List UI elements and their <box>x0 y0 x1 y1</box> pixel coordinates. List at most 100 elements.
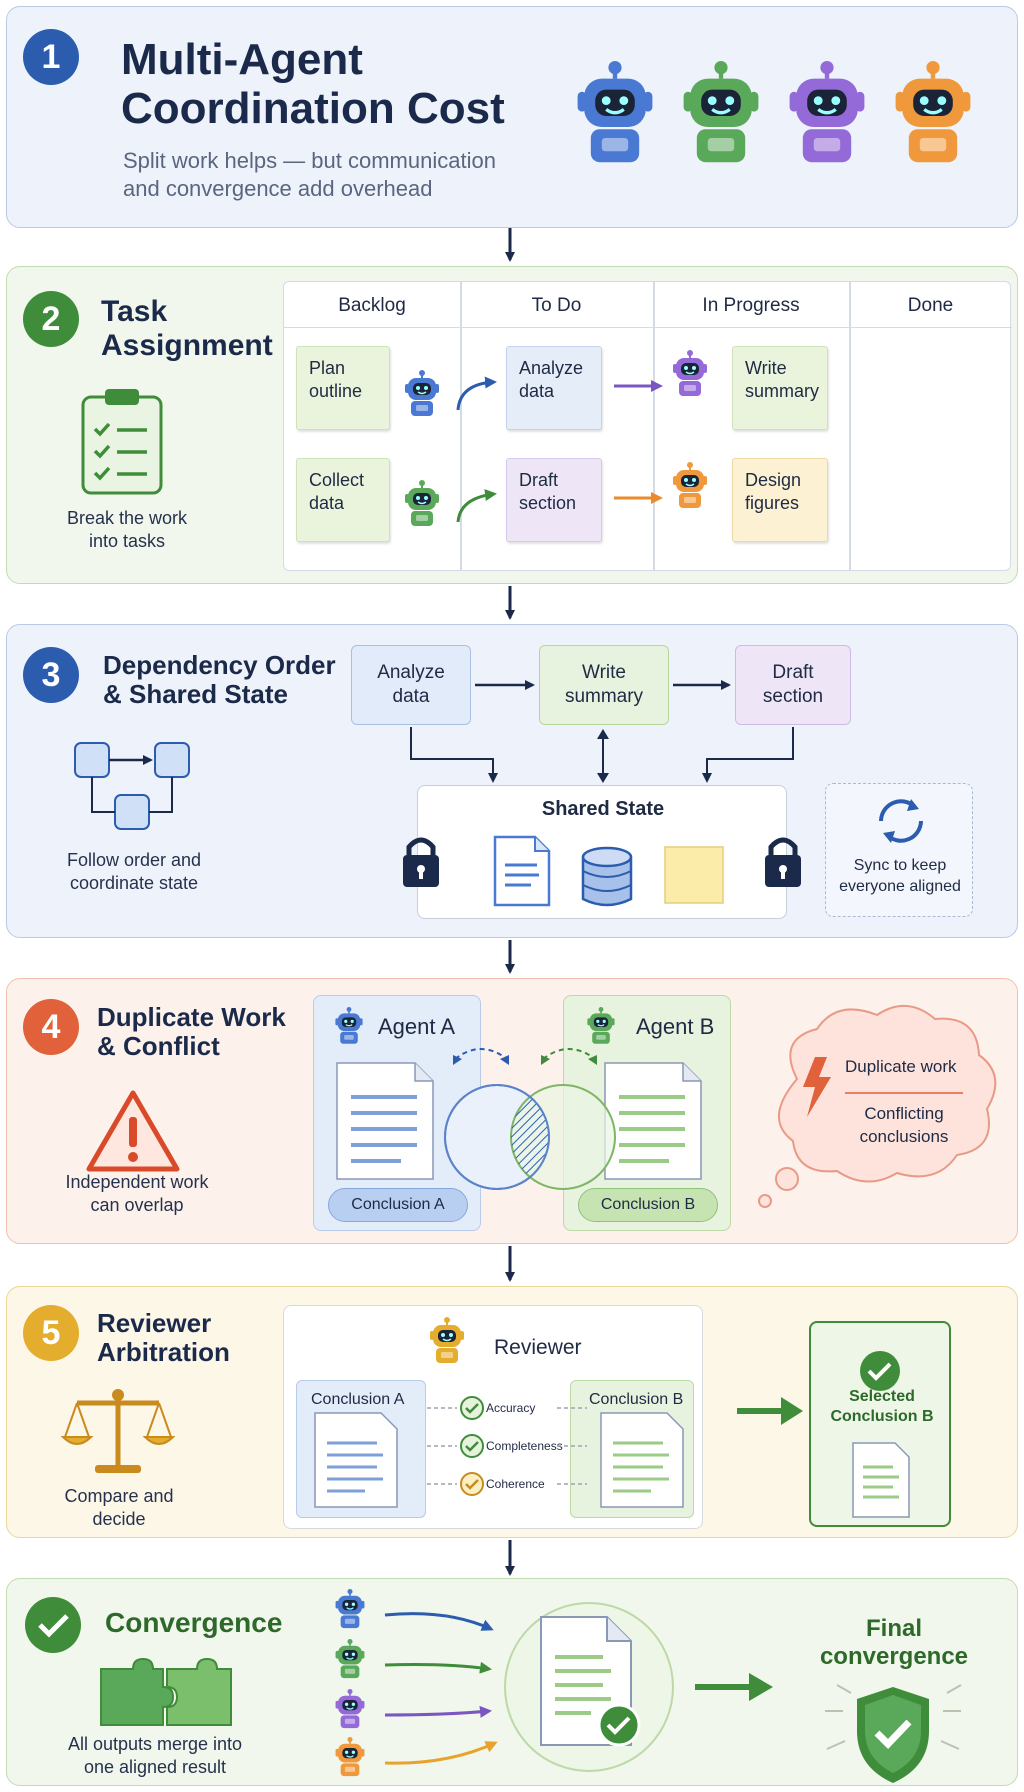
final-convergence-label: Final convergence <box>799 1615 989 1670</box>
final-line: convergence <box>819 1642 969 1670</box>
section-title: Dependency Order & Shared State <box>103 650 336 709</box>
document-icon <box>852 1442 910 1518</box>
step-badge: 5 <box>23 1305 79 1361</box>
final-line: Final <box>865 1615 922 1642</box>
column-divider <box>653 282 655 570</box>
document-icon <box>493 835 551 907</box>
caption-line-1: Compare and <box>64 1486 174 1506</box>
node-line: summary <box>564 686 644 707</box>
column-header-done: Done <box>907 295 954 316</box>
task-card-write-summary[interactable]: Write summary <box>732 346 828 430</box>
page-title: Multi-Agent Coordination Cost <box>121 35 505 134</box>
robot-icon <box>672 461 708 509</box>
conclusion-a-pill[interactable]: Conclusion A <box>328 1188 468 1222</box>
caption-line-2: can overlap <box>90 1195 184 1216</box>
node-line: Draft <box>772 662 814 684</box>
dependency-panel: 3 Dependency Order & Shared State Follow… <box>6 624 1018 938</box>
robot-icon <box>586 1006 616 1045</box>
cloud-line: conclusions <box>859 1126 949 1146</box>
section-title: Convergence <box>105 1607 283 1638</box>
section-caption: Follow order and coordinate state <box>39 849 229 896</box>
convergence-panel: Convergence All outputs merge into one a… <box>6 1578 1018 1786</box>
puzzle-icon <box>100 1657 232 1726</box>
duplicate-work-panel: 4 Duplicate Work & Conflict Independent … <box>6 978 1018 1244</box>
header-panel: 1 Multi-Agent Coordination Cost Split wo… <box>6 6 1018 228</box>
card-line: figures <box>745 493 800 514</box>
card-line: data <box>519 381 555 402</box>
shared-state-label: Shared State <box>541 798 665 820</box>
criterion-coherence: Coherence <box>486 1477 545 1491</box>
card-line: Write <box>745 358 787 378</box>
card-line: Collect <box>309 470 365 490</box>
robot-icon <box>404 369 440 417</box>
warning-icon <box>86 1090 180 1172</box>
kanban-flow-graphics <box>404 349 708 527</box>
conclusion-b-pill[interactable]: Conclusion B <box>578 1188 718 1222</box>
sync-box: Sync to keep everyone aligned <box>825 783 973 917</box>
document-icon <box>314 1412 398 1508</box>
robot-team-illustration <box>567 55 987 195</box>
reviewer-label: Reviewer <box>494 1336 582 1359</box>
convergence-graphics <box>334 1588 962 1783</box>
robot-icon <box>672 349 708 397</box>
checklist-icon <box>81 389 163 495</box>
node-line: section <box>762 686 824 707</box>
lock-icon <box>765 837 801 887</box>
task-card-collect-data[interactable]: Collect data <box>296 458 390 542</box>
criterion-accuracy: Accuracy <box>486 1401 536 1415</box>
title-line-1: Task <box>101 295 168 328</box>
flow-arrow-1 <box>505 228 515 262</box>
dependency-graphics <box>403 680 923 907</box>
sync-line-1: Sync to keep <box>853 857 947 874</box>
task-card-draft-section[interactable]: Draft section <box>506 458 602 542</box>
column-header-backlog: Backlog <box>338 295 406 316</box>
column-header-todo: To Do <box>531 295 582 316</box>
column-divider <box>460 282 462 570</box>
caption-line-1: All outputs merge into <box>67 1734 243 1754</box>
selected-conclusion-label: Selected Conclusion B <box>811 1387 953 1427</box>
card-line: data <box>309 493 345 514</box>
conclusion-a-label: Conclusion A <box>311 1391 405 1408</box>
robot-icon <box>334 1688 366 1729</box>
agent-a-label: Agent A <box>378 1014 456 1039</box>
criterion-completeness: Completeness <box>486 1439 563 1453</box>
section-caption: Independent work can overlap <box>37 1171 237 1218</box>
robot-icon <box>334 1006 364 1045</box>
flow-arrow-2 <box>505 586 515 620</box>
kanban-header <box>284 282 1012 328</box>
sticky-note-icon <box>664 846 724 904</box>
lightning-icon <box>803 1057 831 1117</box>
check-icon <box>460 1396 484 1420</box>
section-title: Duplicate Work & Conflict <box>97 1002 286 1061</box>
node-line: Analyze <box>377 662 445 684</box>
flow-arrow-5 <box>505 1540 515 1576</box>
column-divider <box>849 282 851 570</box>
task-card-analyze-data[interactable]: Analyze data <box>506 346 602 430</box>
title-line-1: Reviewer <box>97 1308 212 1338</box>
step-badge: 1 <box>23 29 79 85</box>
check-circle-icon <box>597 1703 641 1747</box>
task-card-design-figures[interactable]: Design figures <box>732 458 828 542</box>
node-line: Write <box>582 662 626 684</box>
shield-icon <box>857 1687 929 1783</box>
task-card-plan-outline[interactable]: Plan outline <box>296 346 390 430</box>
database-icon <box>581 846 633 907</box>
title-line-1: Duplicate Work <box>97 1002 286 1032</box>
robot-icon <box>334 1736 366 1777</box>
sync-caption: Sync to keep everyone aligned <box>826 856 974 898</box>
step-badge: 2 <box>23 291 79 347</box>
step-badge: 3 <box>23 647 79 703</box>
card-line: Draft <box>519 470 559 490</box>
card-line: outline <box>309 381 363 402</box>
robot-icon <box>404 479 440 527</box>
overlap-graphics <box>334 1004 997 1208</box>
flow-arrow-3 <box>505 940 515 974</box>
document-icon <box>336 1062 434 1180</box>
robot-icon <box>334 1638 366 1679</box>
document-icon <box>604 1062 702 1180</box>
agent-b-label: Agent B <box>636 1014 715 1039</box>
card-line: Plan <box>309 358 346 378</box>
